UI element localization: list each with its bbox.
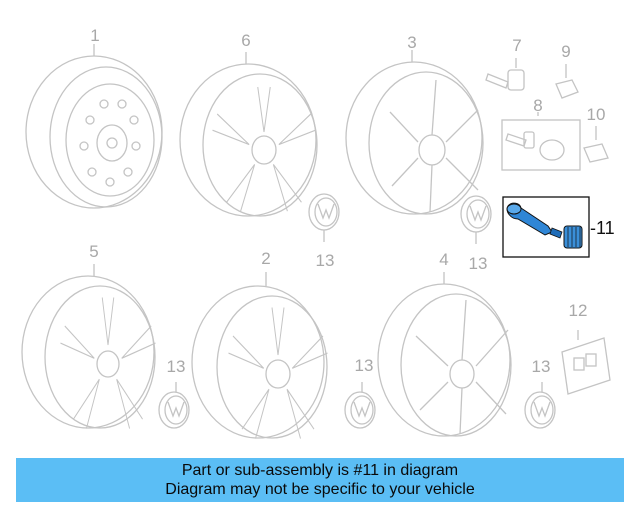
- callout-1: 1: [90, 26, 100, 45]
- hub-cap-c: [158, 382, 190, 429]
- wheel-bolt-7: [485, 58, 525, 91]
- lock-bolt-set-8: [501, 112, 581, 171]
- wheel-5-alloy: [21, 264, 157, 430]
- bolt-cap-10: [583, 126, 609, 163]
- callout-6: 6: [241, 31, 251, 50]
- hub-cap-d: [344, 382, 376, 429]
- wheel-2-alloy: [191, 272, 329, 440]
- wheel-3-alloy: [345, 50, 484, 215]
- hub-cap-e: [524, 382, 556, 429]
- banner-line-2: Diagram may not be specific to your vehi…: [165, 481, 475, 498]
- callout-13-a: 13: [315, 251, 335, 270]
- callout-9: 9: [561, 42, 571, 61]
- callout-13-b: 13: [468, 254, 488, 273]
- hub-cap-a: [308, 193, 340, 242]
- banner-line-1: Part or sub-assembly is #11 in diagram: [181, 462, 459, 479]
- bolt-cap-9: [555, 64, 579, 99]
- callout-11: -11: [590, 218, 615, 238]
- wheel-6-alloy: [179, 52, 318, 217]
- callout-5: 5: [89, 242, 99, 261]
- callout-13-e: 13: [531, 357, 551, 376]
- callout-2: 2: [261, 249, 271, 268]
- hub-cap-b: [460, 195, 492, 244]
- callout-4: 4: [439, 250, 449, 269]
- callout-7: 7: [512, 36, 522, 55]
- wheel-1-steel: [25, 44, 163, 209]
- wheel-4-alloy: [377, 272, 512, 437]
- callout-13-c: 13: [166, 357, 186, 376]
- info-banner: Part or sub-assembly is #11 in diagram D…: [16, 458, 624, 502]
- tire-valve-11: [502, 196, 590, 258]
- valve-cap-icon: [563, 225, 583, 249]
- callout-3: 3: [407, 33, 417, 52]
- sticker-set-12: [561, 330, 611, 395]
- callout-8: 8: [533, 96, 543, 115]
- callout-12: 12: [568, 301, 588, 320]
- callout-10: 10: [586, 105, 606, 124]
- callout-13-d: 13: [354, 356, 374, 375]
